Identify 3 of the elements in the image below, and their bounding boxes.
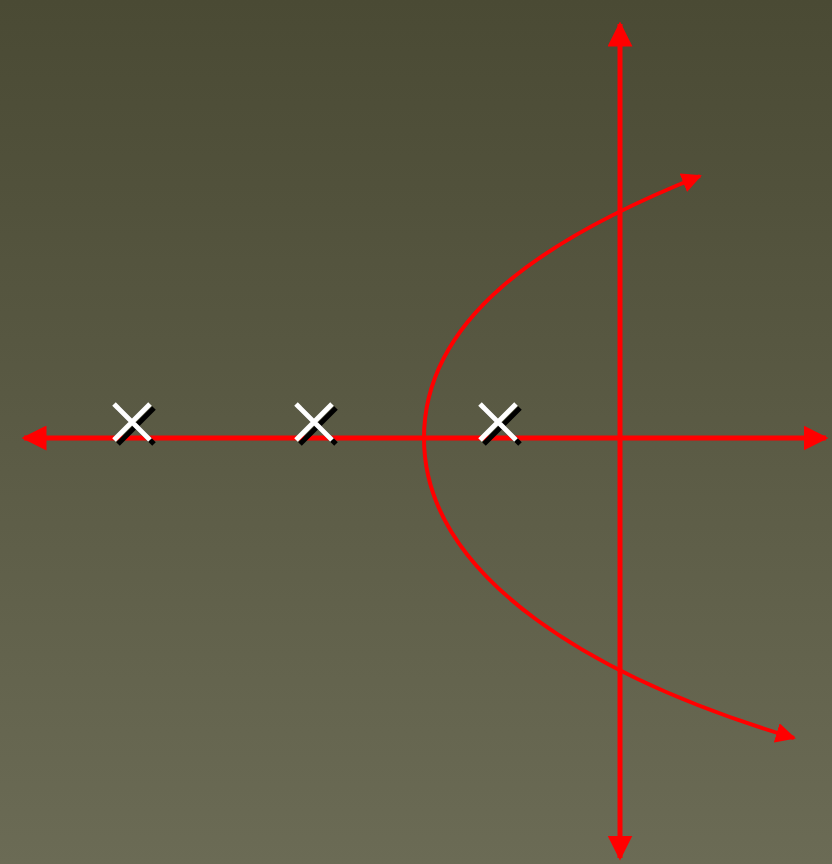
pole-x-mark <box>293 401 339 447</box>
pole-x-mark <box>111 401 157 447</box>
pole-x-mark <box>477 401 523 447</box>
